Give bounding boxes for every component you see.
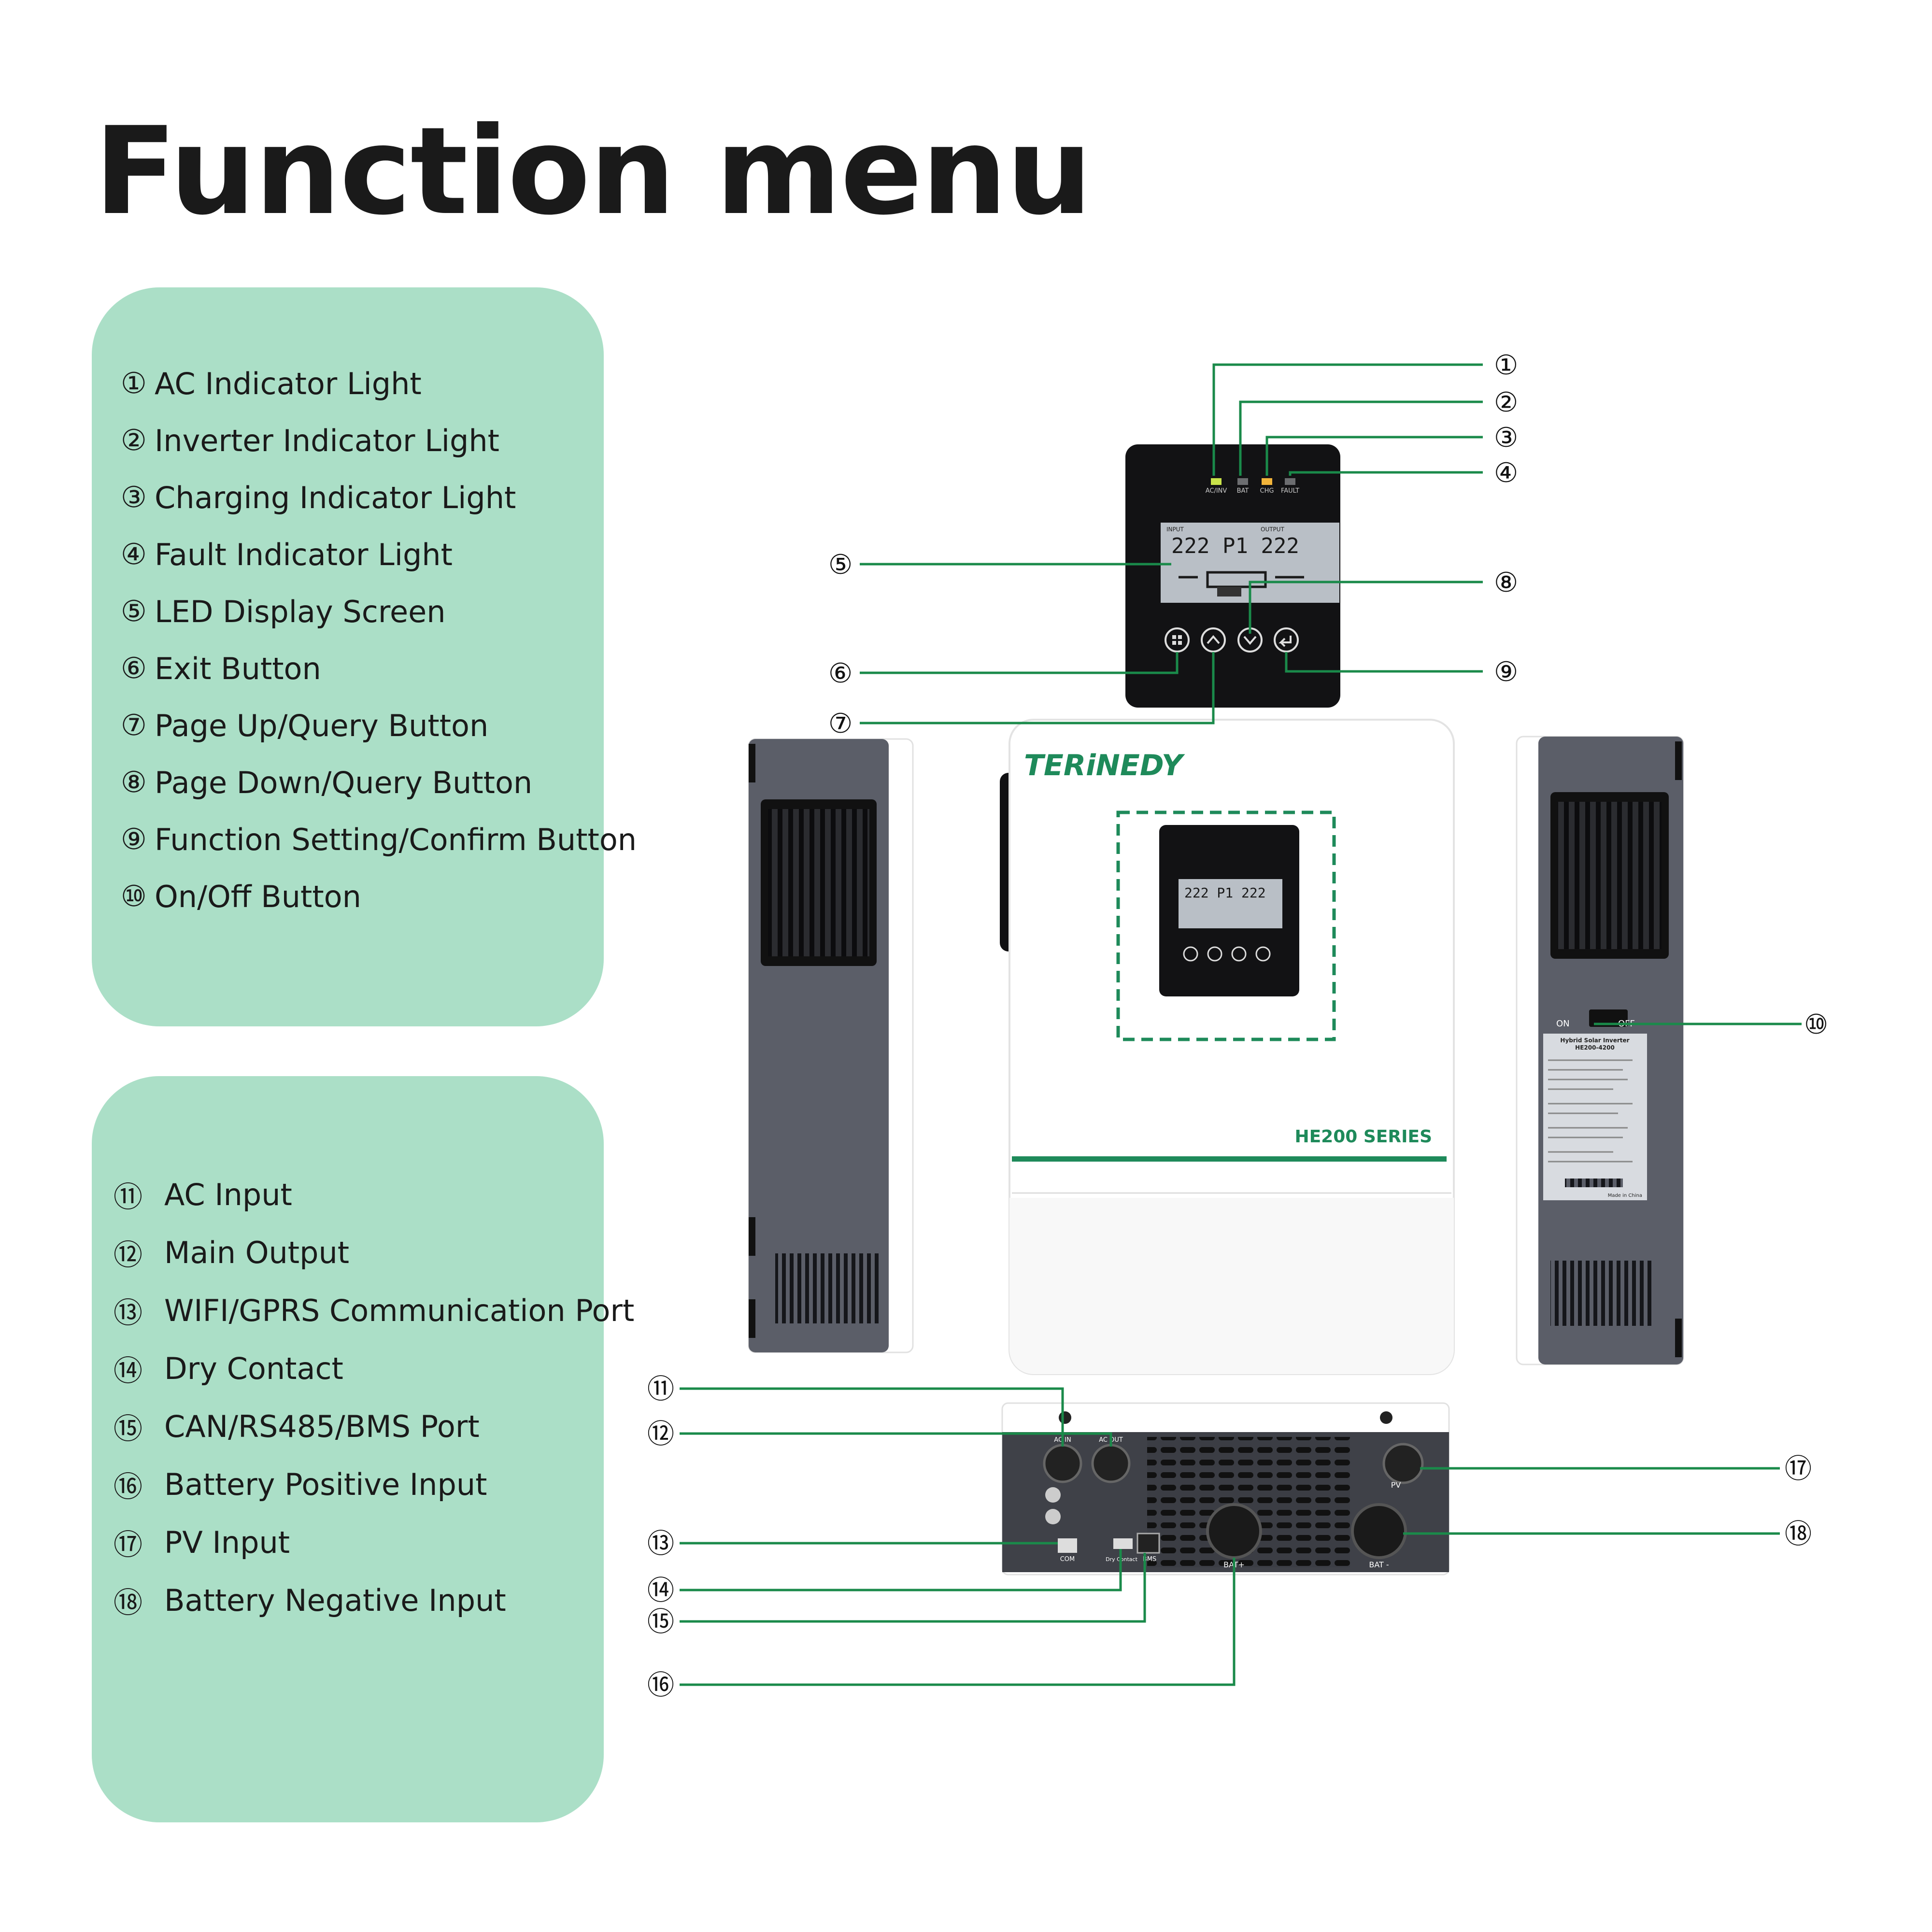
legend-item: ④ Fault Indicator Light	[121, 537, 453, 572]
lcd-output-label: OUTPUT	[1261, 526, 1285, 533]
bottom-view: AC IN AC OUT PV COM Dry Contact BMS BAT+…	[1001, 1402, 1450, 1576]
bms-label: BMS	[1143, 1556, 1156, 1563]
callout-8: ⑧	[1494, 567, 1518, 598]
callout-18: ⑱	[1785, 1519, 1812, 1550]
callout-5: ⑤	[828, 549, 852, 581]
chg-label: CHG	[1260, 487, 1274, 495]
callout-4: ④	[1494, 457, 1518, 489]
dry-contact-port	[1113, 1538, 1133, 1549]
charging-indicator-light	[1262, 478, 1272, 485]
com-label: COM	[1060, 1556, 1075, 1563]
legend-item: ⑥ Exit Button	[121, 651, 321, 686]
left-side-view	[748, 738, 914, 1353]
ac-inv-label: AC/INV	[1206, 487, 1227, 495]
callout-2: ②	[1494, 387, 1518, 418]
callout-17: ⑰	[1785, 1453, 1812, 1485]
fault-indicator-light	[1285, 478, 1295, 485]
lcd-input-label: INPUT	[1166, 526, 1184, 533]
nameplate	[1543, 1034, 1647, 1200]
battery-positive-terminal	[1206, 1503, 1262, 1559]
callout-11: ⑪	[647, 1374, 674, 1405]
ac-input-terminal	[1043, 1444, 1082, 1483]
series-label: HE200 SERIES	[1294, 1127, 1432, 1147]
page-title: Function menu	[94, 101, 1092, 242]
nameplate-model: HE200-4200	[1575, 1044, 1615, 1051]
pv-input-terminal	[1382, 1443, 1424, 1484]
callout-1: ①	[1494, 350, 1518, 381]
bat-label: BAT	[1237, 487, 1249, 495]
callout-9: ⑨	[1494, 656, 1518, 688]
callout-12: ⑫	[647, 1419, 674, 1450]
callout-numbers: ① ② ③ ④ ⑤ ⑥ ⑦ ⑧ ⑨ ⑩ ⑪ ⑫ ⑬ ⑭ ⑮ ⑯ ⑰ ⑱	[647, 350, 1828, 1701]
made-in-label: Made in China	[1608, 1193, 1642, 1198]
bms-port	[1136, 1533, 1160, 1554]
callout-13: ⑬	[647, 1528, 674, 1560]
front-lcd-readout: 222 P1 222	[1184, 885, 1266, 901]
exit-button[interactable]	[1165, 627, 1190, 653]
main-output-terminal	[1091, 1444, 1131, 1483]
control-panel-closeup: AC/INV BAT CHG FAULT INPUT OUTPUT 222 P1…	[1125, 444, 1340, 708]
bat-minus-label: BAT -	[1369, 1560, 1389, 1569]
inverter-indicator-light	[1237, 478, 1248, 485]
right-side-view: ON OFF Hybrid Solar Inverter HE200-4200 …	[1516, 736, 1684, 1365]
callout-6: ⑥	[828, 658, 852, 689]
pv-label: PV	[1391, 1480, 1401, 1490]
callout-15: ⑮	[647, 1606, 674, 1638]
lcd-readout: 222 P1 222	[1171, 534, 1299, 558]
battery-negative-terminal	[1351, 1503, 1407, 1559]
callout-10: ⑩	[1804, 1009, 1828, 1040]
on-off-switch[interactable]	[1589, 1009, 1628, 1027]
wifi-gprs-port	[1058, 1538, 1077, 1553]
nameplate-title: Hybrid Solar Inverter	[1560, 1037, 1629, 1044]
callout-16: ⑯	[647, 1670, 674, 1701]
brand-logo: TERiNEDY	[1024, 749, 1185, 782]
switch-on-label: ON	[1556, 1019, 1570, 1029]
ac-indicator-light	[1211, 478, 1222, 485]
callout-14: ⑭	[647, 1575, 674, 1606]
confirm-button[interactable]	[1274, 627, 1299, 653]
callout-7: ⑦	[828, 708, 852, 739]
callout-3: ③	[1494, 422, 1518, 454]
leader-lines	[680, 363, 1802, 1686]
fault-label: FAULT	[1281, 487, 1299, 495]
page-up-button[interactable]	[1201, 627, 1226, 653]
front-view: TERiNEDY 222 P1 222 HE200 SERIES	[1000, 719, 1455, 1375]
